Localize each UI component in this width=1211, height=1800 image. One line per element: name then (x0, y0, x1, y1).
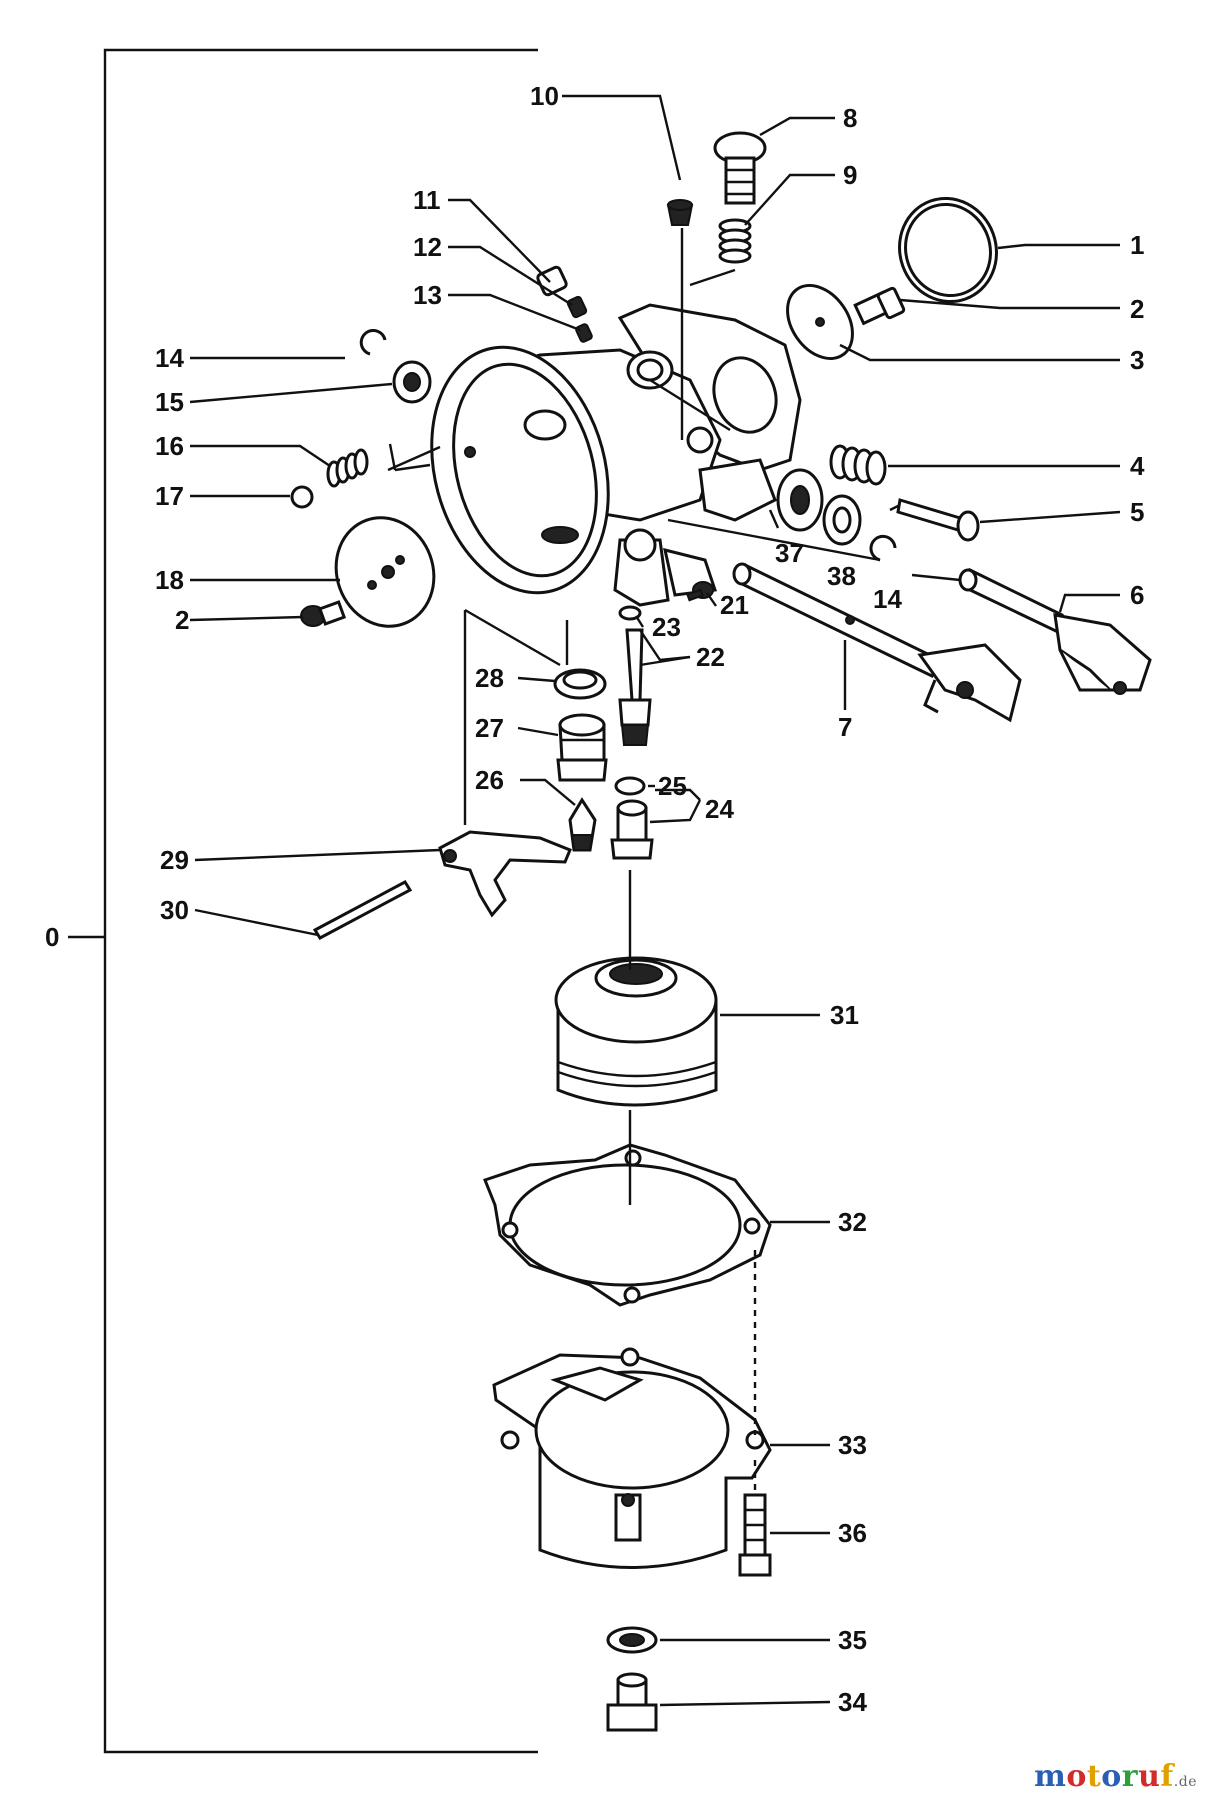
label-14-left: 14 (155, 343, 184, 373)
label-2-upper: 2 (1130, 294, 1144, 324)
label-17: 17 (155, 481, 184, 511)
label-34: 34 (838, 1687, 867, 1717)
label-25: 25 (658, 771, 687, 801)
part-5-mixture-screw (889, 498, 980, 542)
label-36: 36 (838, 1518, 867, 1548)
carburetor-body (430, 303, 802, 607)
label-16: 16 (155, 431, 184, 461)
part-17-check-ball (290, 485, 314, 509)
label-21: 21 (720, 590, 749, 620)
part-7-throttle-shaft (732, 562, 1022, 723)
part-2-screw-upper (853, 286, 906, 326)
part-22-needle-assembly (618, 628, 652, 746)
part-37-seal (776, 468, 824, 532)
part-10-jet (666, 199, 694, 226)
part-4-spring (829, 444, 887, 486)
part-29-float-hinge (438, 830, 572, 918)
label-23: 23 (652, 612, 681, 642)
label-6: 6 (1130, 580, 1144, 610)
assembly-bracket (68, 48, 538, 1754)
watermark-domain: .de (1173, 1774, 1197, 1790)
label-11: 11 (413, 185, 441, 215)
label-32: 32 (838, 1207, 867, 1237)
part-26-float-needle (568, 797, 597, 852)
motoruf-watermark-logo: motoruf.de (1034, 1759, 1197, 1794)
label-28: 28 (475, 663, 504, 693)
label-37: 37 (775, 538, 804, 568)
part-14-clip-left (359, 328, 387, 356)
label-7: 7 (838, 712, 852, 742)
label-22: 22 (696, 642, 725, 672)
part-labels: 0 1 2 3 4 5 6 7 8 9 10 11 12 13 14 15 16… (45, 81, 1145, 1717)
label-4: 4 (1130, 451, 1145, 481)
part-34-drain-plug (606, 1672, 658, 1732)
part-25-o-ring (614, 776, 646, 796)
label-5: 5 (1130, 497, 1144, 527)
part-9-spring (718, 218, 752, 264)
part-24-main-jet (610, 799, 654, 860)
part-23-o-ring (618, 605, 642, 621)
watermark-letter: o (1101, 1759, 1122, 1794)
part-2-screw-lower (300, 600, 347, 627)
watermark-letter: o (1066, 1759, 1087, 1794)
watermark-letter: r (1121, 1759, 1139, 1794)
watermark-letter: u (1138, 1759, 1161, 1794)
label-30: 30 (160, 895, 189, 925)
label-1: 1 (1130, 230, 1144, 260)
label-38: 38 (827, 561, 856, 591)
part-35-washer (606, 1626, 658, 1654)
part-16-spring (326, 448, 369, 488)
label-9: 9 (843, 160, 857, 190)
part-12-spring (566, 295, 588, 319)
label-35: 35 (838, 1625, 867, 1655)
watermark-letter: m (1034, 1759, 1067, 1794)
label-14-right: 14 (873, 584, 902, 614)
label-26: 26 (475, 765, 504, 795)
part-30-pin (312, 880, 413, 940)
label-10: 10 (530, 81, 559, 111)
watermark-letter: t (1086, 1759, 1102, 1794)
label-33: 33 (838, 1430, 867, 1460)
label-15: 15 (155, 387, 184, 417)
part-8-idle-screw (713, 131, 767, 205)
watermark-letter: f (1160, 1759, 1174, 1794)
part-31-float (554, 956, 718, 1107)
label-12: 12 (413, 232, 442, 262)
part-38-washer (822, 494, 862, 546)
part-14-clip-right (869, 534, 897, 562)
part-36-bolt (738, 1493, 772, 1577)
label-2-lower: 2 (175, 605, 189, 635)
label-13: 13 (413, 280, 442, 310)
part-18-plate (334, 516, 436, 628)
leader-lines (189, 94, 1121, 1707)
label-29: 29 (160, 845, 189, 875)
part-32-gasket (483, 1143, 772, 1307)
label-18: 18 (155, 565, 184, 595)
part-15-washer (392, 360, 432, 404)
alignment-lines (387, 228, 961, 1495)
part-28-washer (553, 668, 607, 700)
label-31: 31 (830, 1000, 859, 1030)
label-8: 8 (843, 103, 857, 133)
watermark-letters: motoruf (1034, 1759, 1174, 1794)
label-0: 0 (45, 922, 59, 952)
part-13-needle (575, 323, 593, 343)
part-33-float-bowl (492, 1347, 772, 1569)
label-27: 27 (475, 713, 504, 743)
label-24: 24 (705, 794, 734, 824)
label-3: 3 (1130, 345, 1144, 375)
part-3-diaphragm-plate (786, 284, 854, 360)
part-27-jet-holder (556, 713, 608, 782)
